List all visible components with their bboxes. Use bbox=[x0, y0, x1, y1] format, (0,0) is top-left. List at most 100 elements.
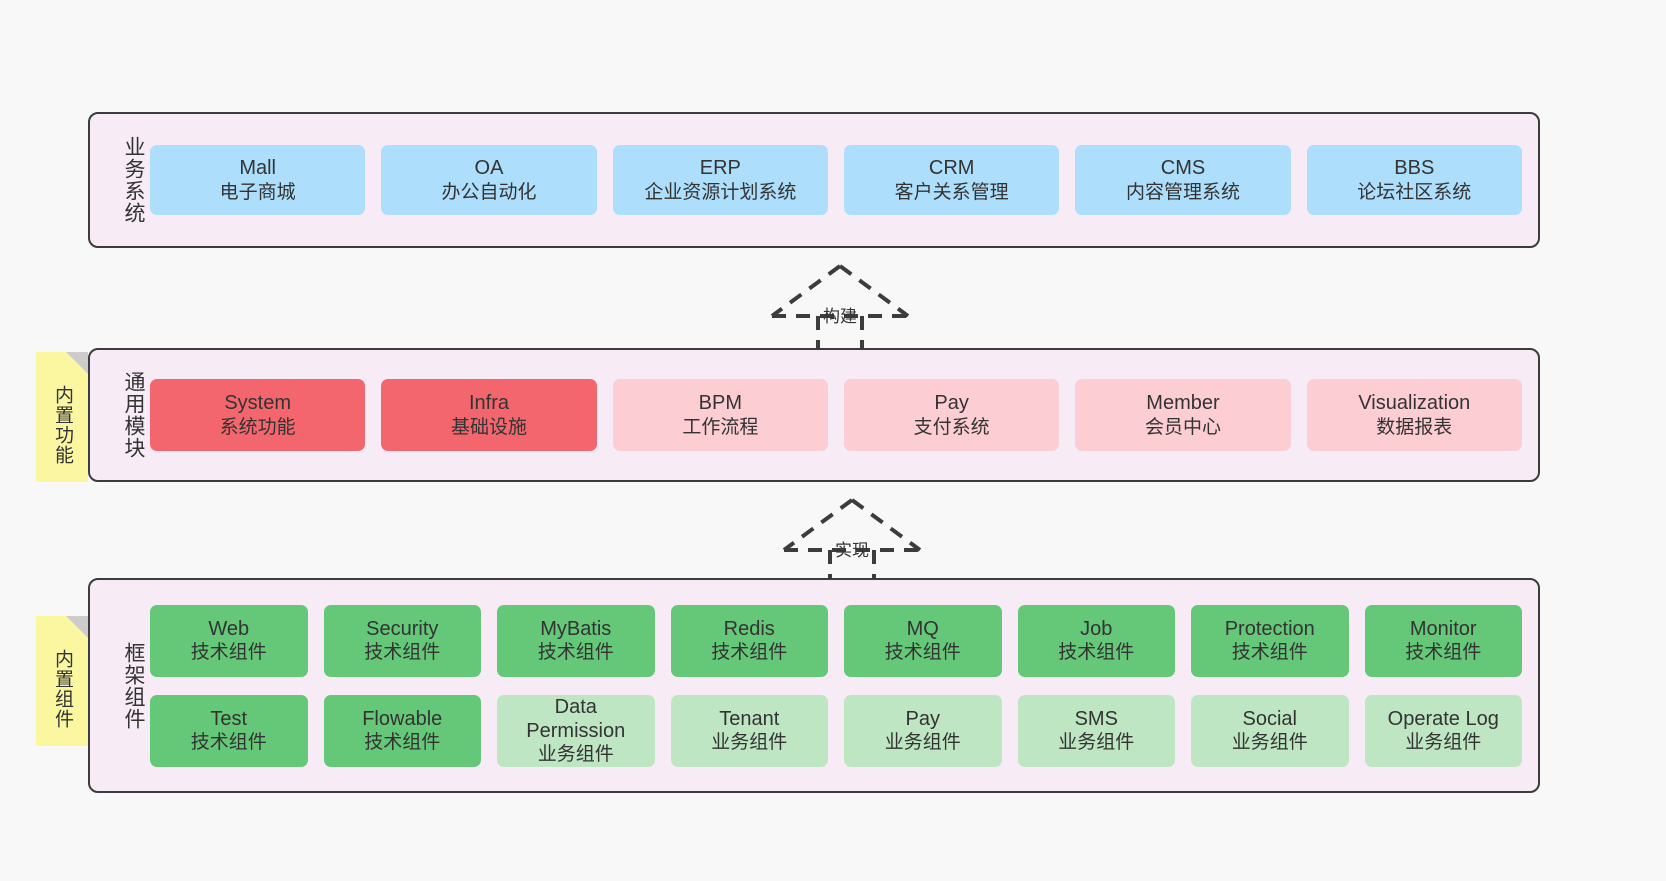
component-card-subtitle: 技术组件 bbox=[190, 732, 267, 754]
component-card-title: Flowable bbox=[362, 707, 443, 730]
component-card-subtitle: 技术组件 bbox=[884, 642, 961, 664]
component-card-title: Data Permission bbox=[526, 695, 626, 742]
connector-build: 构建 bbox=[760, 258, 920, 358]
component-card-title: Social bbox=[1242, 707, 1297, 730]
component-card-title: MyBatis bbox=[540, 617, 612, 640]
component-card-title: Web bbox=[208, 617, 250, 640]
sticky-note-builtin-functions-label: 内置功能 bbox=[52, 385, 73, 465]
component-card-title: Pay bbox=[934, 392, 969, 415]
component-card-subtitle: 业务组件 bbox=[537, 744, 614, 766]
component-card-subtitle: 企业资源计划系统 bbox=[644, 181, 797, 203]
component-card-subtitle: 工作流程 bbox=[682, 416, 759, 438]
component-card-subtitle: 技术组件 bbox=[190, 642, 267, 664]
component-card-title: MQ bbox=[906, 617, 939, 640]
component-card-title: Security bbox=[366, 617, 439, 640]
component-card-subtitle: 内容管理系统 bbox=[1125, 181, 1240, 203]
component-card-title: Visualization bbox=[1358, 392, 1471, 415]
component-card-subtitle: 业务组件 bbox=[711, 732, 788, 754]
component-card-subtitle: 业务组件 bbox=[1231, 732, 1308, 754]
component-card-title: ERP bbox=[699, 157, 741, 180]
component-card-subtitle: 业务组件 bbox=[1058, 732, 1135, 754]
component-card-title: BBS bbox=[1394, 157, 1435, 180]
component-card-subtitle: 支付系统 bbox=[913, 416, 990, 438]
component-card-title: Mall bbox=[239, 157, 276, 180]
component-card-title: Test bbox=[210, 707, 248, 730]
component-card-subtitle: 办公自动化 bbox=[441, 181, 537, 203]
component-card-subtitle: 技术组件 bbox=[1058, 642, 1135, 664]
component-card-title: SMS bbox=[1074, 707, 1118, 730]
sticky-note-builtin-components: 内置组件 bbox=[36, 616, 88, 746]
component-card-title: Member bbox=[1146, 392, 1220, 415]
component-card-subtitle: 客户关系管理 bbox=[894, 181, 1009, 203]
component-card-subtitle: 技术组件 bbox=[711, 642, 788, 664]
component-card-subtitle: 基础设施 bbox=[450, 416, 527, 438]
component-card-subtitle: 技术组件 bbox=[537, 642, 614, 664]
component-card-title: Protection bbox=[1224, 617, 1315, 640]
component-card-title: Infra bbox=[468, 392, 509, 415]
component-card-subtitle: 业务组件 bbox=[1405, 732, 1482, 754]
component-card-title: CRM bbox=[928, 157, 975, 180]
component-card-title: Tenant bbox=[719, 707, 780, 730]
component-card-subtitle: 电子商城 bbox=[219, 181, 296, 203]
component-card-subtitle: 技术组件 bbox=[1231, 642, 1308, 664]
component-card-subtitle: 系统功能 bbox=[219, 416, 296, 438]
component-card-subtitle: 论坛社区系统 bbox=[1357, 181, 1472, 203]
component-card-subtitle: 数据报表 bbox=[1376, 416, 1453, 438]
component-card-subtitle: 业务组件 bbox=[884, 732, 961, 754]
sticky-note-builtin-components-label: 内置组件 bbox=[52, 649, 73, 729]
component-card-title: CMS bbox=[1160, 157, 1206, 180]
sticky-note-builtin-functions: 内置功能 bbox=[36, 352, 88, 482]
component-card-subtitle: 技术组件 bbox=[364, 732, 441, 754]
component-card-subtitle: 技术组件 bbox=[1405, 642, 1482, 664]
component-card-title: Operate Log bbox=[1387, 707, 1499, 730]
component-card-title: Pay bbox=[905, 707, 940, 730]
connector-implement: 实现 bbox=[772, 492, 932, 592]
component-card-title: Redis bbox=[723, 617, 775, 640]
connector-implement-label: 实现 bbox=[835, 541, 869, 560]
component-card-title: OA bbox=[474, 157, 504, 180]
connector-build-label: 构建 bbox=[823, 307, 857, 326]
layer-title-framework-component: 框架组件 bbox=[122, 641, 145, 730]
component-card-subtitle: 会员中心 bbox=[1144, 416, 1221, 438]
component-card-title: Job bbox=[1080, 617, 1113, 640]
component-card-title: System bbox=[224, 392, 291, 415]
